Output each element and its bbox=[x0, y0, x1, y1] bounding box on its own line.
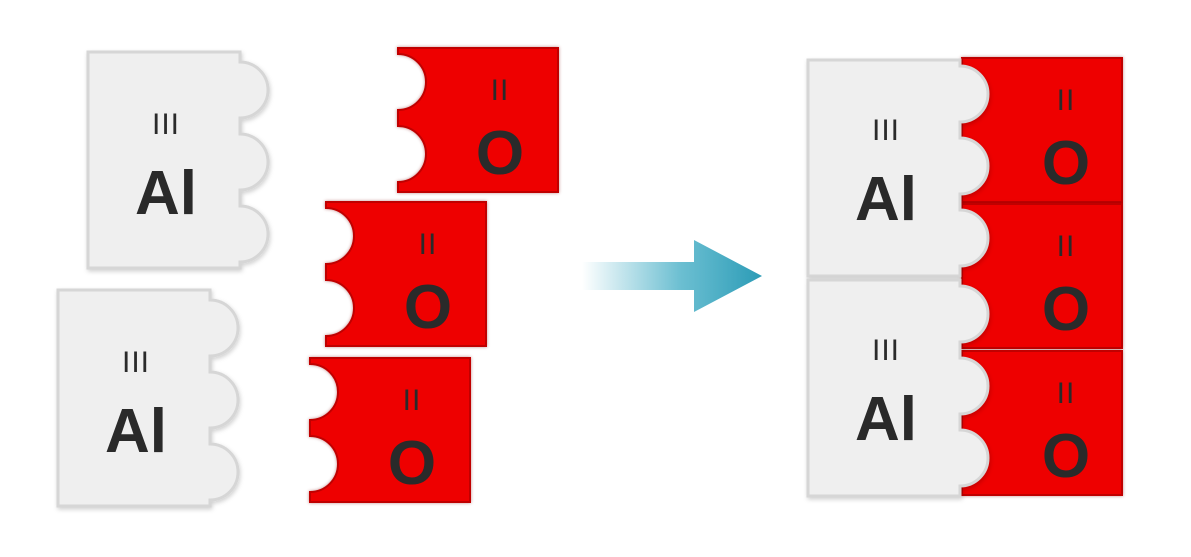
aluminium-valency: III bbox=[872, 334, 900, 367]
separate-pieces-group: III Al III Al II O II O bbox=[56, 47, 559, 508]
oxygen-symbol: O bbox=[1042, 422, 1090, 491]
aluminium-piece-shape bbox=[806, 58, 990, 278]
aluminium-valency: III bbox=[122, 346, 150, 379]
oxygen-symbol: O bbox=[1042, 129, 1090, 198]
aluminium-piece-shape bbox=[86, 50, 270, 270]
oxygen-piece: II O bbox=[961, 203, 1123, 349]
aluminium-symbol: Al bbox=[135, 159, 197, 228]
oxygen-symbol: O bbox=[404, 273, 452, 342]
oxygen-piece-shape bbox=[961, 350, 1123, 496]
oxygen-symbol: O bbox=[476, 119, 524, 188]
oxygen-symbol: O bbox=[1042, 275, 1090, 344]
oxygen-piece: II O bbox=[325, 201, 487, 347]
aluminium-piece-shape bbox=[806, 278, 990, 498]
oxygen-valency: II bbox=[419, 228, 438, 261]
oxygen-piece: II O bbox=[397, 47, 559, 193]
aluminium-symbol: Al bbox=[855, 385, 917, 454]
oxygen-piece: II O bbox=[961, 350, 1123, 496]
oxygen-piece: II O bbox=[961, 57, 1123, 203]
oxygen-piece-shape bbox=[961, 203, 1123, 349]
oxygen-piece: II O bbox=[309, 357, 471, 503]
aluminium-valency: III bbox=[152, 108, 180, 141]
aluminium-symbol: Al bbox=[855, 165, 917, 234]
right-arrow-icon bbox=[582, 240, 762, 312]
combined-pieces-group: II O II O II O III Al III Al bbox=[806, 57, 1123, 498]
aluminium-piece: III Al bbox=[56, 288, 240, 508]
oxygen-valency: II bbox=[403, 384, 422, 417]
aluminium-piece: III Al bbox=[86, 50, 270, 270]
oxygen-piece-shape bbox=[961, 57, 1123, 203]
oxygen-valency: II bbox=[1057, 377, 1076, 410]
aluminium-piece: III Al bbox=[806, 278, 990, 498]
oxygen-piece-shape bbox=[397, 47, 559, 193]
oxygen-valency: II bbox=[1057, 230, 1076, 263]
oxygen-piece-shape bbox=[325, 201, 487, 347]
oxygen-piece-shape bbox=[309, 357, 471, 503]
aluminium-piece-shape bbox=[56, 288, 240, 508]
aluminium-piece: III Al bbox=[806, 58, 990, 278]
oxygen-valency: II bbox=[491, 74, 510, 107]
aluminium-valency: III bbox=[872, 114, 900, 147]
oxygen-symbol: O bbox=[388, 429, 436, 498]
oxygen-valency: II bbox=[1057, 84, 1076, 117]
aluminium-symbol: Al bbox=[105, 397, 167, 466]
